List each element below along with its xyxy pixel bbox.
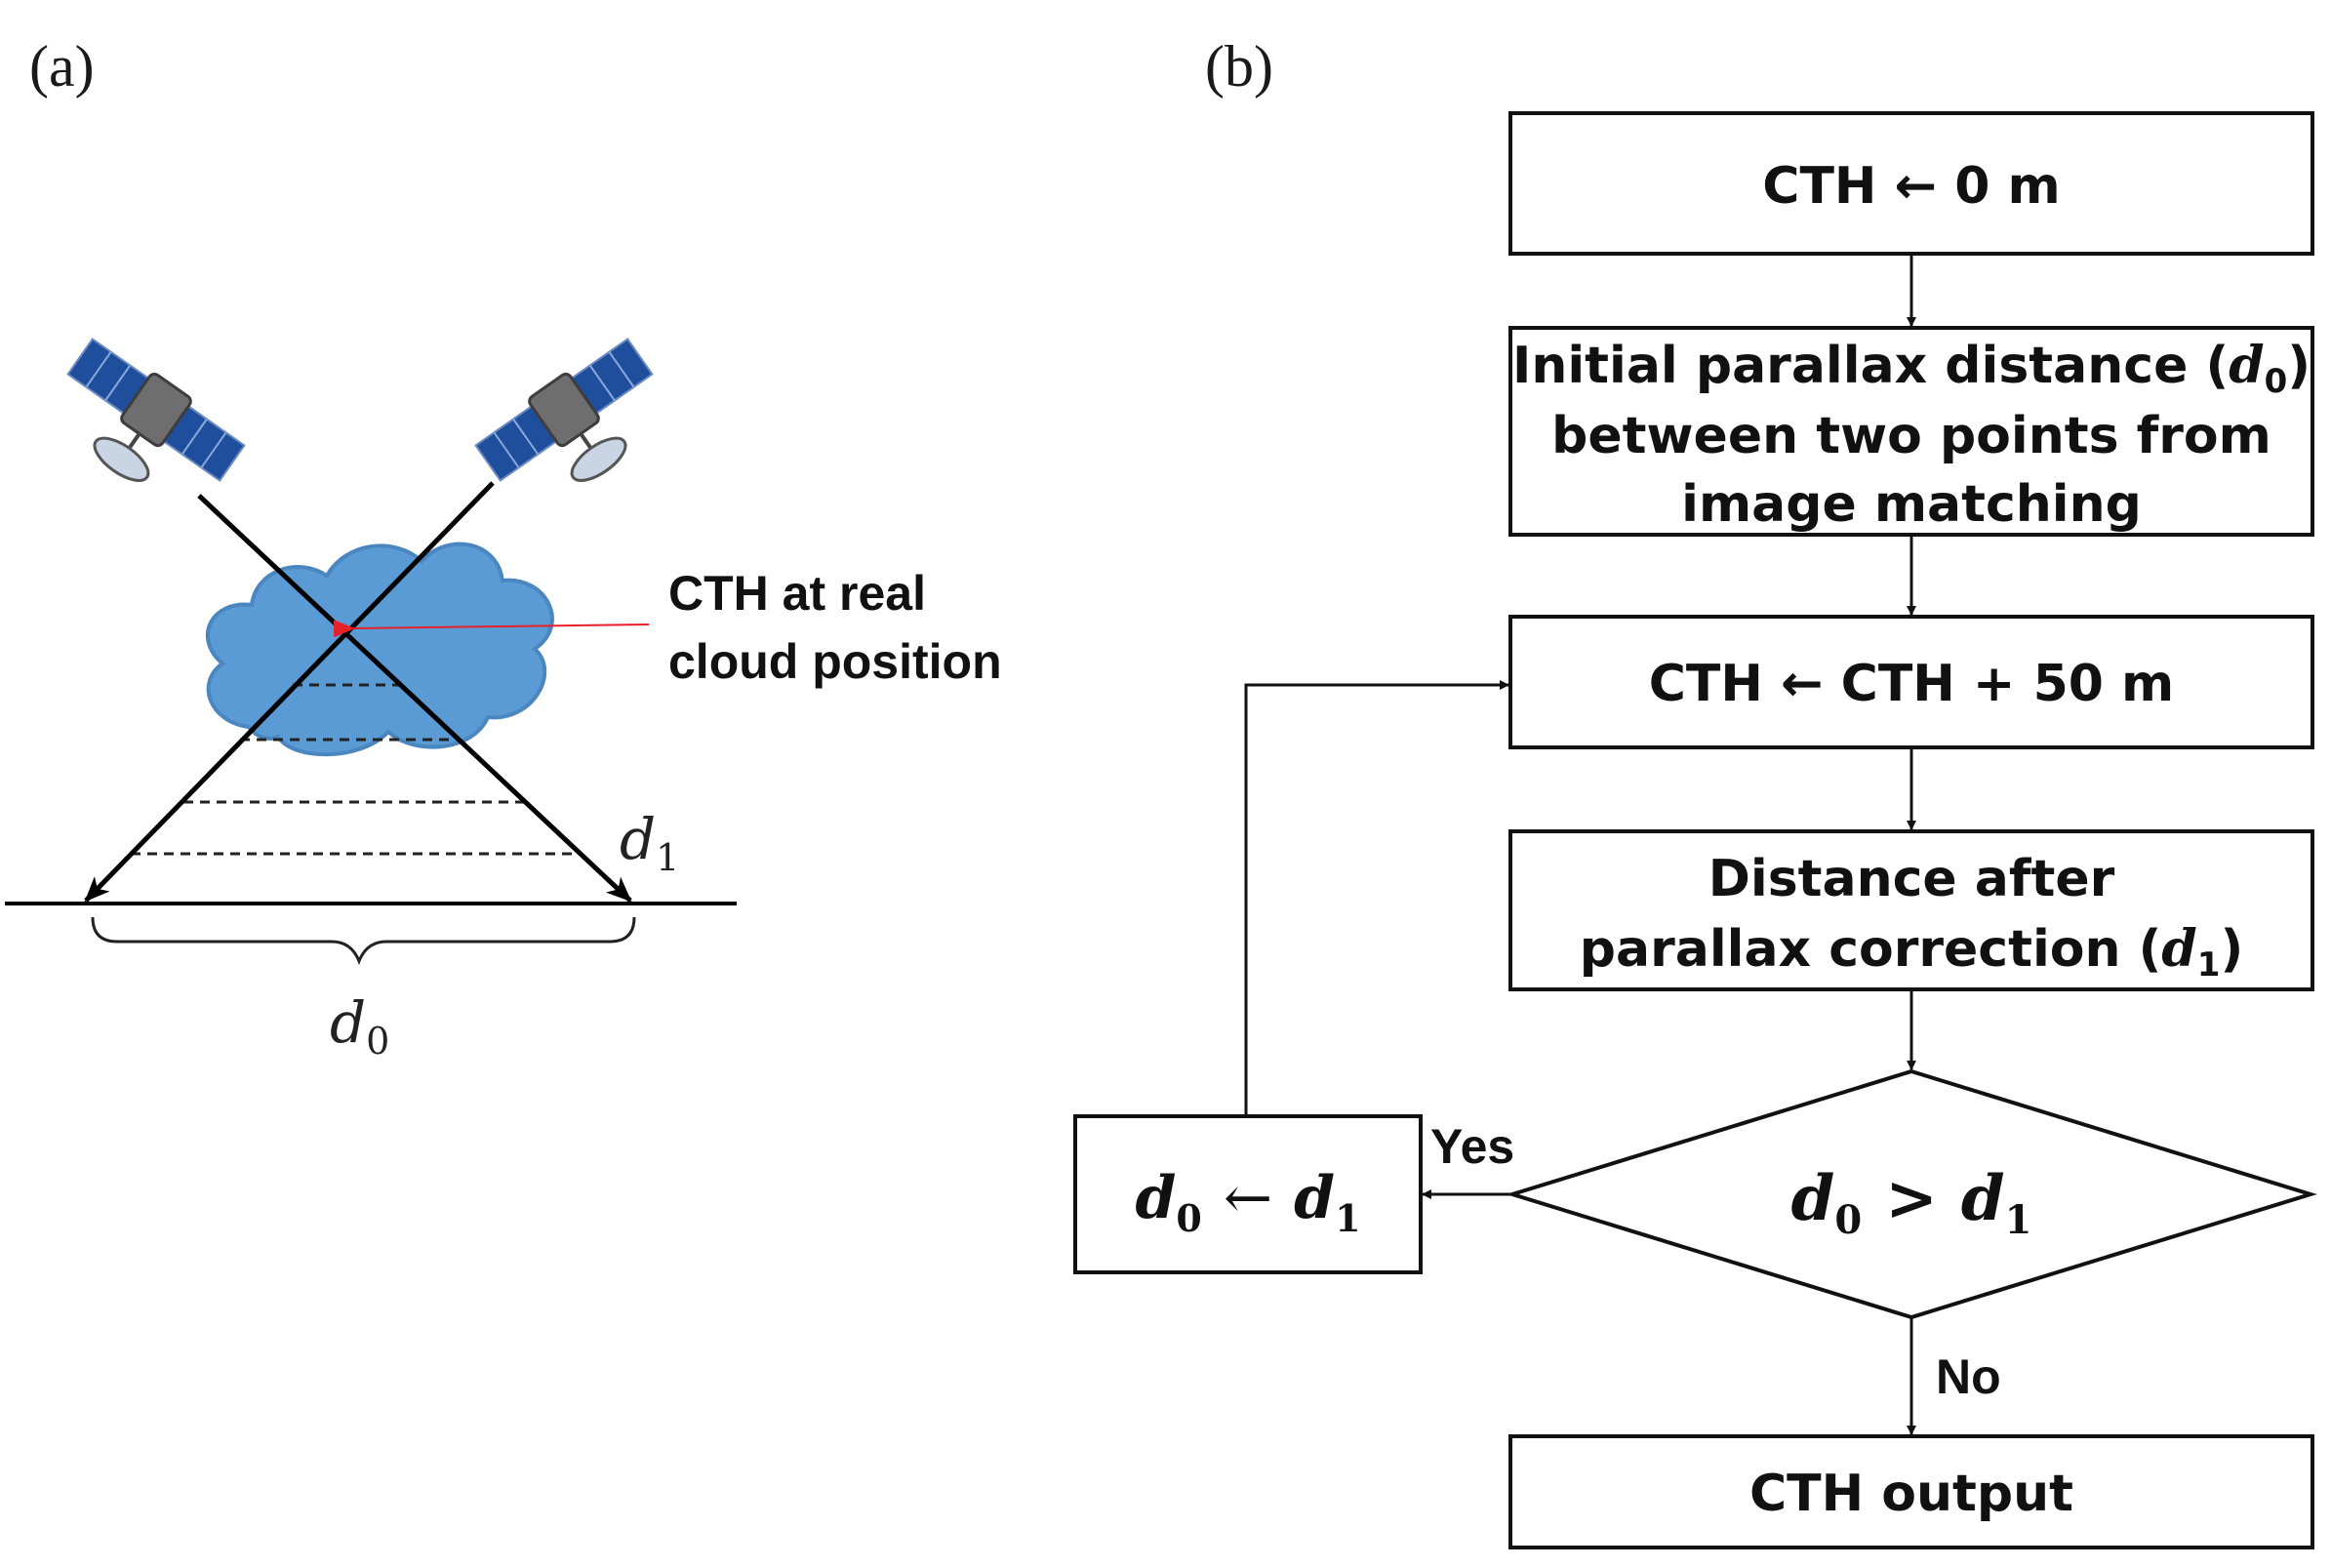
init-box-text: CTH ← 0 m bbox=[1762, 157, 2060, 216]
parallax-box-line2: between two points from bbox=[1551, 407, 2271, 465]
decision-text: d0>d1 bbox=[1791, 1162, 2032, 1243]
panel-a-label: (a) bbox=[29, 34, 95, 99]
satellite-icon bbox=[474, 338, 654, 482]
panel-b-label: (b) bbox=[1205, 34, 1273, 99]
cth-annotation-line1: CTH at real bbox=[668, 566, 926, 621]
yes-label: Yes bbox=[1430, 1119, 1514, 1174]
cth-annotation-line2: cloud position bbox=[668, 634, 1002, 689]
d0-brace bbox=[91, 916, 636, 966]
d0-label: d0 bbox=[330, 989, 389, 1063]
d1-label: d1 bbox=[620, 806, 679, 879]
init-box bbox=[1508, 111, 2314, 256]
cloud-icon bbox=[205, 542, 554, 757]
output-box-text: CTH output bbox=[1749, 1465, 2073, 1523]
panel-a: (a) bbox=[5, 34, 1002, 1063]
update-box-text: d0←d1 bbox=[1135, 1164, 1360, 1240]
panel-b: (b) CTH ← 0 m Initial parallax distance … bbox=[1073, 34, 2317, 1549]
parallax-box-line1: Initial parallax distance (d0) bbox=[1512, 336, 2311, 401]
cth-pointer-arrow bbox=[333, 620, 650, 638]
viewing-ray-left-satellite bbox=[197, 494, 632, 903]
edge-loop-back bbox=[1244, 680, 1509, 1116]
distance-box-line1: Distance after bbox=[1708, 850, 2115, 908]
distance-box-line2: parallax correction (d1) bbox=[1580, 919, 2243, 985]
parallax-box bbox=[1508, 326, 2314, 537]
no-label: No bbox=[1936, 1349, 2001, 1404]
satellite-icon bbox=[66, 338, 246, 482]
increment-box-text: CTH ← CTH + 50 m bbox=[1649, 655, 2175, 713]
output-box bbox=[1508, 1434, 2314, 1549]
parallax-box-line3: image matching bbox=[1681, 475, 2142, 534]
viewing-ray-right-satellite bbox=[84, 481, 495, 903]
increment-box bbox=[1508, 615, 2314, 749]
update-box bbox=[1073, 1114, 1423, 1274]
